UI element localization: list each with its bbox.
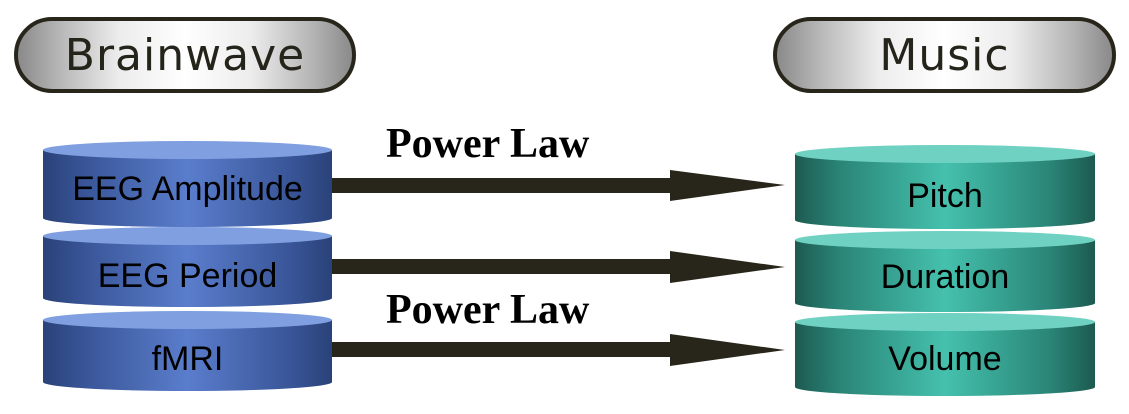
brainwave-header: Brainwave: [14, 17, 356, 93]
music-header: Music: [773, 17, 1116, 93]
power-law-label-top: Power Law: [386, 121, 590, 167]
arrow-fmri-to-volume: [332, 334, 785, 366]
right-disk-label: Pitch: [907, 177, 983, 215]
left-disk-3: fMRI: [43, 311, 332, 392]
left-disk-label: EEG Period: [98, 257, 278, 295]
right-disk-label: Duration: [881, 258, 1010, 296]
music-header-label: Music: [879, 29, 1010, 81]
left-disk-label: fMRI: [152, 340, 224, 378]
right-disk-1: Pitch: [795, 145, 1095, 229]
arrow-period-to-duration: [332, 251, 785, 283]
right-disk-2: Duration: [795, 231, 1095, 312]
arrow-amplitude-to-pitch: [332, 170, 785, 201]
left-disk-2: EEG Period: [43, 227, 332, 307]
brainwave-header-label: Brainwave: [64, 29, 306, 81]
right-disk-label: Volume: [888, 340, 1001, 378]
power-law-label-bottom: Power Law: [386, 287, 590, 333]
left-disk-label: EEG Amplitude: [72, 170, 303, 208]
left-disk-1: EEG Amplitude: [43, 141, 332, 228]
right-disk-3: Volume: [795, 313, 1095, 396]
